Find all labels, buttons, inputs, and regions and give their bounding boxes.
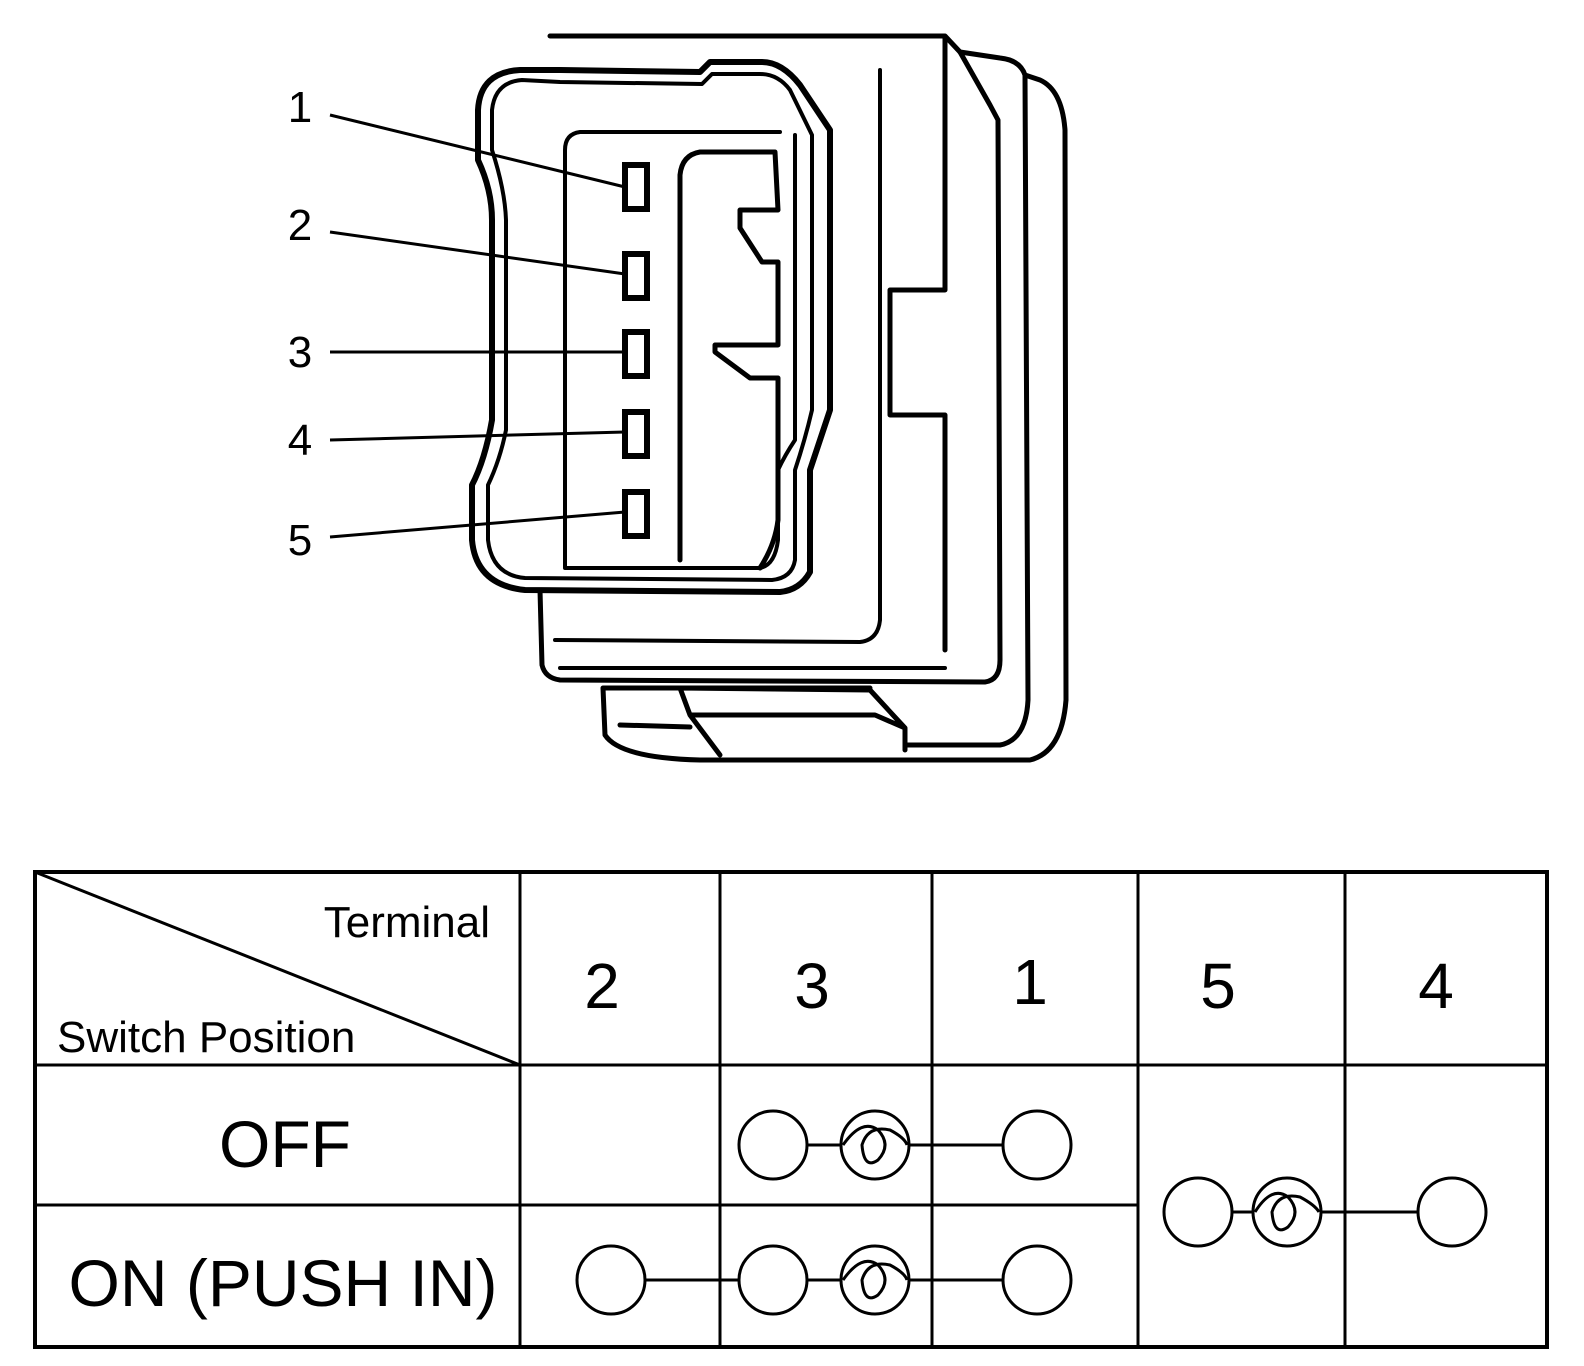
pin-label-3: 3 <box>288 328 312 377</box>
connector-body <box>469 33 1069 763</box>
pin-4 <box>622 409 650 459</box>
bulb-5-4-filament <box>1253 1191 1321 1232</box>
on-bulb-3-1 <box>839 1244 911 1316</box>
pin-3 <box>622 329 650 379</box>
pin-label-2: 2 <box>288 201 312 250</box>
terminal-headers: 2 3 1 5 4 <box>584 946 1454 1022</box>
off-terminal-1-node <box>1001 1109 1073 1181</box>
terminal-header-1: 1 <box>1012 946 1048 1018</box>
on-bulb-filament <box>841 1259 909 1300</box>
pin-leaders <box>329 113 626 539</box>
connector-pins <box>622 162 650 539</box>
terminal-header-2: 2 <box>584 950 620 1022</box>
terminal-4-node <box>1416 1176 1488 1248</box>
on-circuit-2-3-1 <box>575 1244 1073 1316</box>
off-bulb-filament <box>841 1124 909 1165</box>
pin-2 <box>622 251 650 301</box>
table-border <box>33 870 1549 1349</box>
off-terminal-3-node <box>737 1109 809 1181</box>
terminal-header-3: 3 <box>794 950 830 1022</box>
off-bulb-3-1 <box>839 1109 911 1181</box>
continuity-symbols <box>575 1109 1488 1316</box>
pin-label-4: 4 <box>288 416 312 465</box>
front-shroud-inner <box>486 72 814 582</box>
circuit-5-4 <box>1162 1176 1488 1248</box>
row-label-on-push-in: ON (PUSH IN) <box>69 1246 498 1320</box>
outer-housing <box>537 33 1003 685</box>
bottom-latch <box>617 685 908 758</box>
terminal-header-5: 5 <box>1200 950 1236 1022</box>
corner-label-switch-position: Switch Position <box>57 1013 355 1062</box>
pin-5 <box>622 489 650 539</box>
leader-1 <box>329 113 626 189</box>
terminal-header-4: 4 <box>1418 950 1454 1022</box>
row-label-off: OFF <box>219 1107 351 1181</box>
corner-label-terminal: Terminal <box>324 898 490 947</box>
off-circuit-3-1 <box>737 1109 1073 1181</box>
bulb-5-4 <box>1251 1176 1323 1248</box>
right-side-wall <box>902 49 1031 748</box>
pin-labels: 1 2 3 4 5 <box>288 83 312 565</box>
on-terminal-2-node <box>575 1244 647 1316</box>
leader-5 <box>329 510 626 539</box>
inner-ledge <box>553 68 947 670</box>
pin-label-5: 5 <box>288 516 312 565</box>
keyway <box>677 149 781 571</box>
on-terminal-3-node <box>737 1244 809 1316</box>
front-shroud <box>469 59 833 595</box>
continuity-table <box>33 870 1549 1349</box>
leader-2 <box>329 230 626 276</box>
corner-diagonal <box>34 870 521 1067</box>
pin-label-1: 1 <box>288 83 312 132</box>
terminal-5-node <box>1162 1176 1234 1248</box>
leader-4 <box>329 430 626 442</box>
on-terminal-1-node <box>1001 1244 1073 1316</box>
pin-cavity <box>563 130 797 570</box>
pin-1 <box>622 162 650 212</box>
